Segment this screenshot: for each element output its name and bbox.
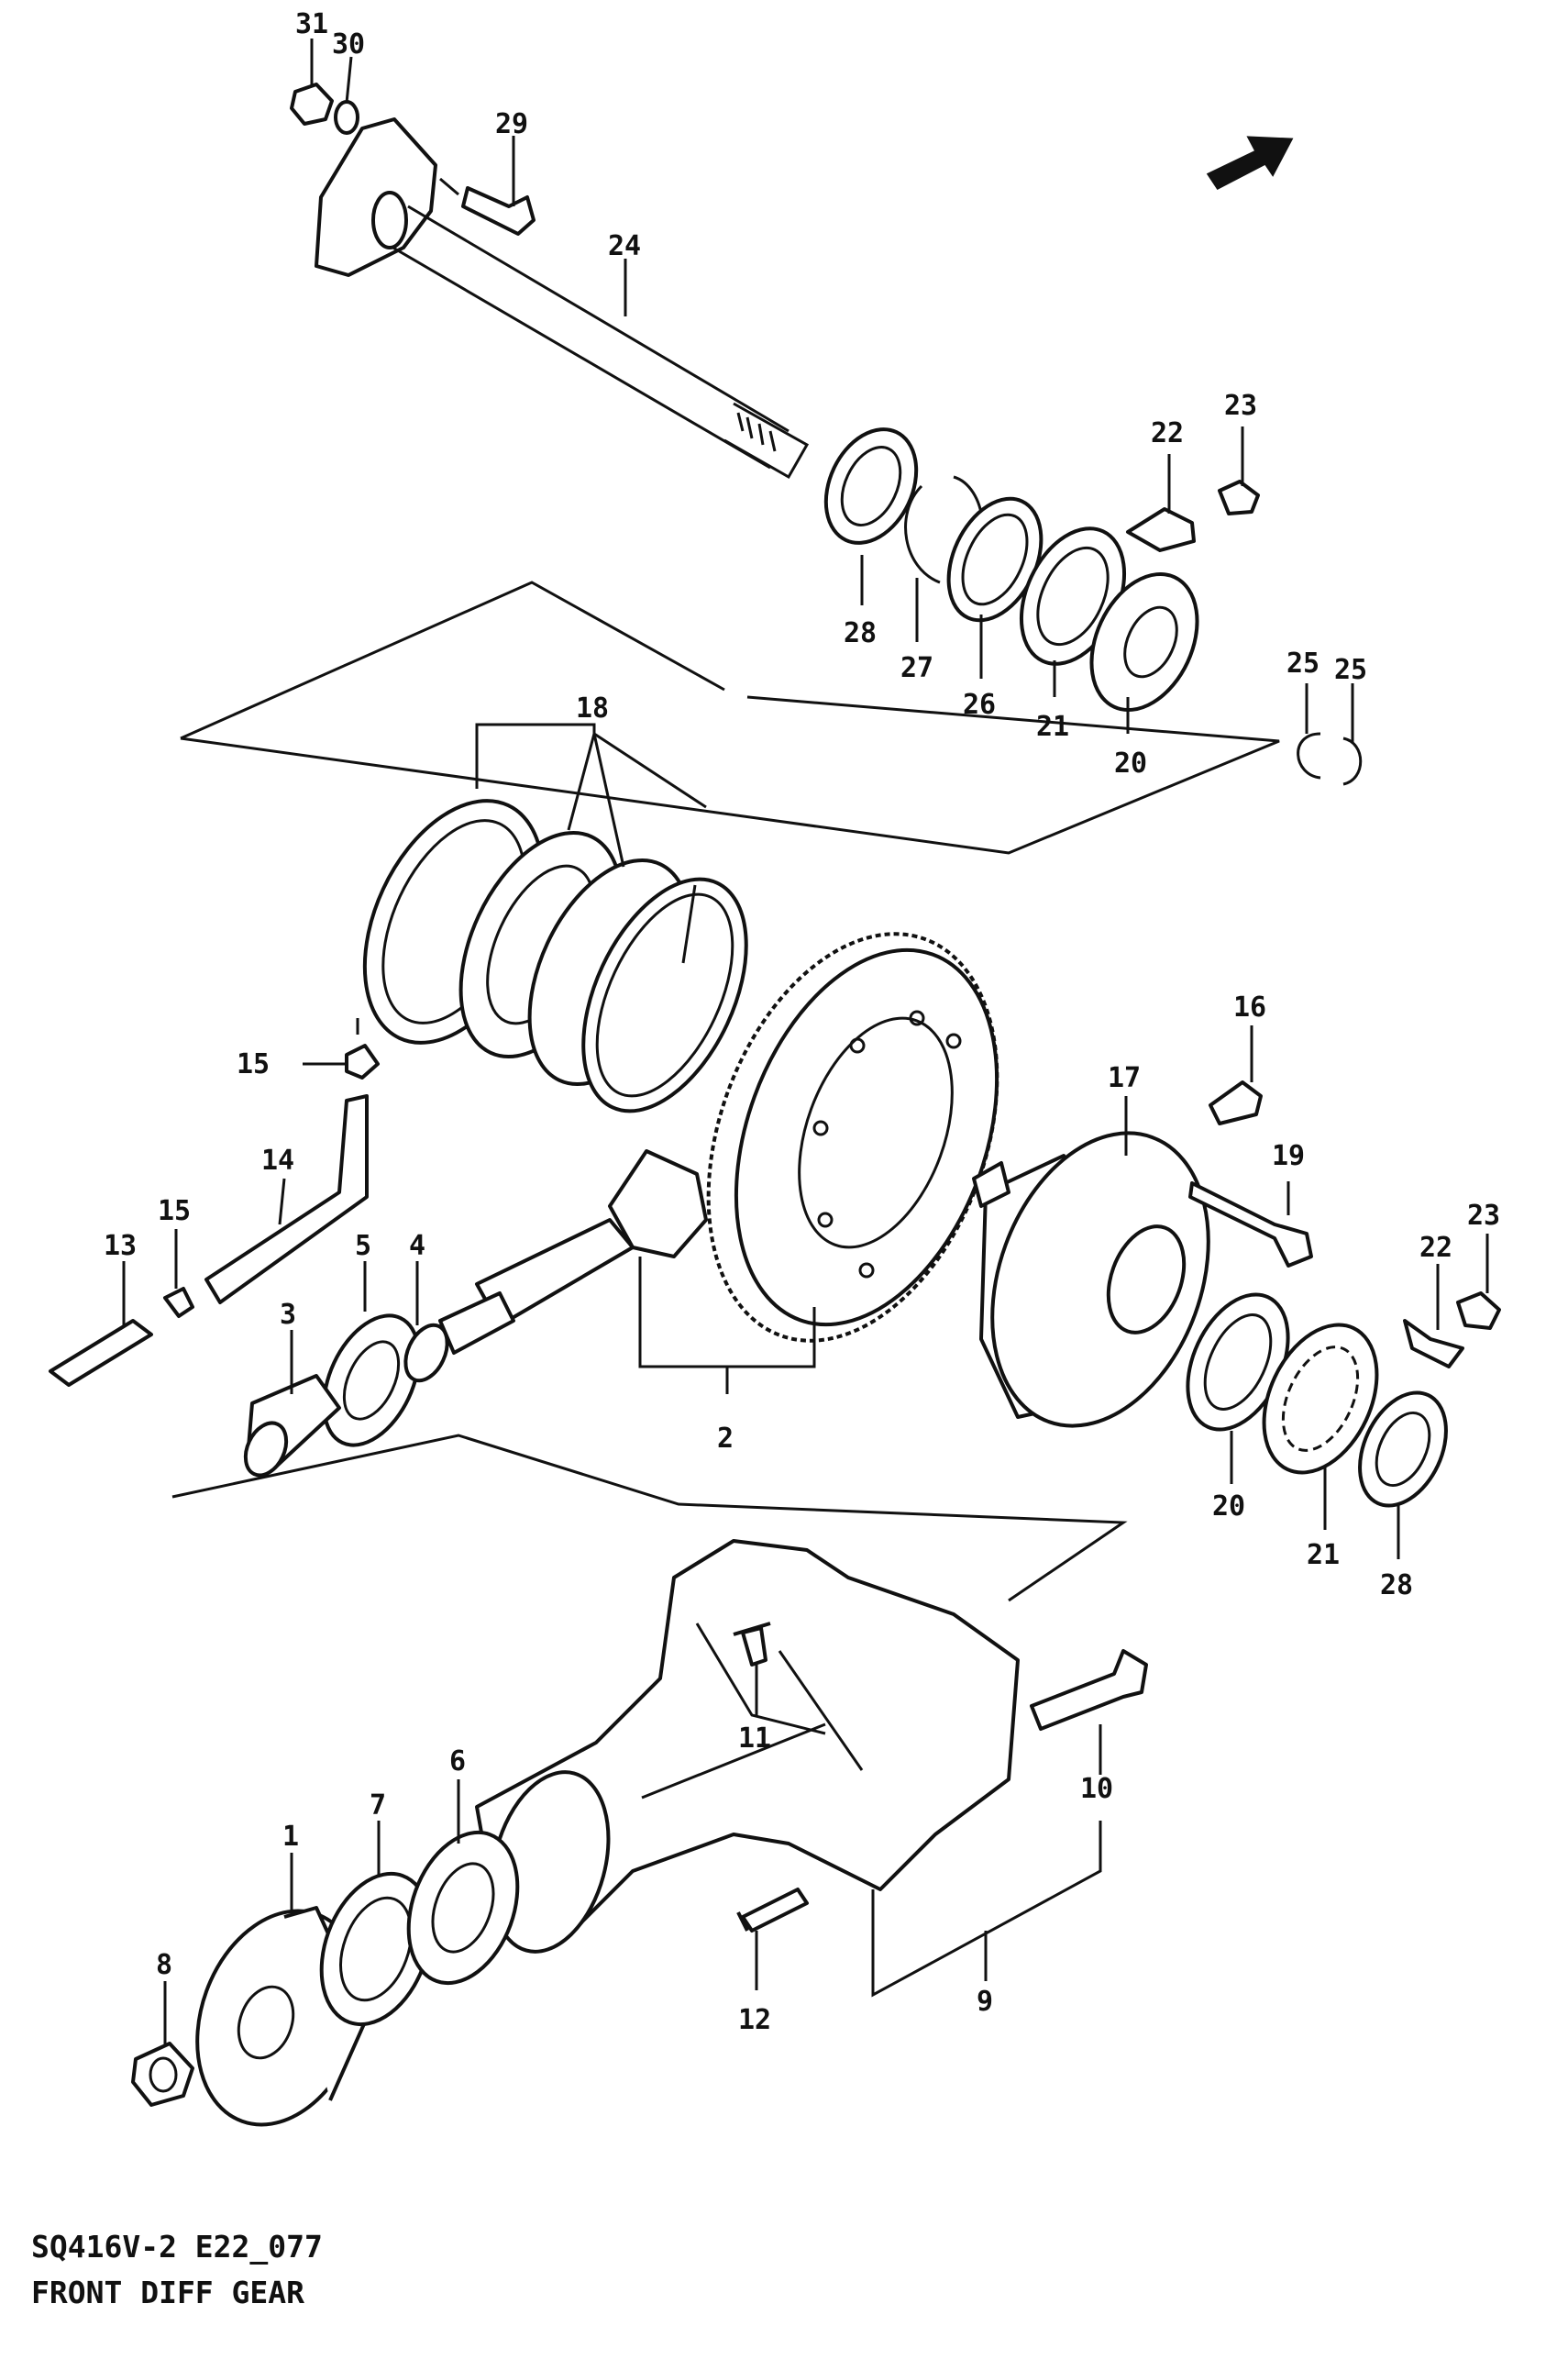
callout-28-lower: 28 [1380, 1569, 1413, 1601]
clip-22-lower [1403, 1319, 1464, 1368]
washer-30 [334, 100, 359, 135]
clamp-15-upper [345, 1044, 380, 1080]
callout-20-lower: 20 [1212, 1490, 1245, 1523]
diagram-title: FRONT DIFF GEAR [31, 2275, 305, 2310]
bearing-20-lower [1186, 1292, 1290, 1432]
callout-15-upper: 15 [237, 1048, 270, 1080]
bolt-11 [733, 1622, 771, 1667]
upper-frame-outline [180, 581, 725, 740]
oil-seal-28-upper [823, 427, 919, 545]
callout-17: 17 [1108, 1062, 1141, 1094]
shim-4 [403, 1323, 449, 1383]
upper-frame-outline-right [180, 695, 1280, 855]
callout-2: 2 [717, 1423, 734, 1455]
nut-31 [290, 83, 334, 126]
clip-22-upper [1126, 507, 1196, 552]
callout-26: 26 [963, 689, 996, 721]
bolt-23-lower [1456, 1291, 1501, 1330]
diff-case-17 [972, 1131, 1210, 1428]
drive-pinion [438, 1149, 708, 1355]
leader-lines [122, 39, 1489, 2045]
callout-7: 7 [370, 1789, 386, 1822]
callout-30: 30 [332, 28, 365, 61]
callout-22-upper: 22 [1151, 417, 1184, 449]
callout-5: 5 [355, 1230, 371, 1262]
spacer-3 [243, 1374, 341, 1478]
callout-23-upper: 23 [1224, 390, 1257, 422]
ring-gear [706, 932, 999, 1343]
diff-housing-9 [475, 1539, 1020, 1954]
oil-seal-7 [319, 1871, 433, 2027]
diagram-code: SQ416V-2 E22_077 [31, 2229, 323, 2265]
callout-22-lower: 22 [1419, 1232, 1452, 1264]
bearing-20-upper [1089, 571, 1199, 713]
oil-seal-28-lower [1358, 1390, 1448, 1508]
callout-27: 27 [900, 652, 933, 684]
callout-15-lower: 15 [158, 1195, 191, 1227]
callout-14: 14 [261, 1145, 294, 1177]
bolt-29 [461, 186, 536, 236]
callout-19: 19 [1272, 1140, 1305, 1172]
callout-13: 13 [104, 1230, 137, 1262]
callout-16: 16 [1233, 991, 1266, 1024]
breather-13 [49, 1319, 153, 1387]
callout-23-lower: 23 [1467, 1200, 1500, 1232]
callout-24: 24 [608, 230, 641, 262]
bolt-19 [1188, 1181, 1313, 1268]
callout-4: 4 [409, 1230, 425, 1262]
callout-labels: 31 30 29 24 22 23 28 27 26 21 20 25 25 1… [104, 8, 1500, 2036]
callout-31: 31 [295, 8, 328, 40]
bolt-10 [1030, 1649, 1148, 1731]
bolt-23-upper [1218, 480, 1260, 515]
callout-9: 9 [977, 1986, 993, 2018]
callout-18: 18 [576, 692, 609, 725]
callout-11: 11 [738, 1722, 771, 1755]
axle-shaft [315, 117, 810, 480]
callout-3: 3 [280, 1299, 296, 1331]
callout-6: 6 [449, 1745, 466, 1778]
callout-29: 29 [495, 108, 528, 140]
callout-20-upper: 20 [1114, 748, 1147, 780]
bolt-16 [1209, 1080, 1263, 1125]
callout-21-lower: 21 [1307, 1539, 1340, 1571]
breather-hose-14 [204, 1094, 369, 1304]
callout-12: 12 [738, 2004, 771, 2036]
lower-frame-outline [171, 1434, 1128, 1602]
clip-25-pair [1297, 732, 1363, 786]
callout-1: 1 [282, 1821, 299, 1853]
callout-25-right: 25 [1334, 654, 1367, 686]
flange-nut-8 [131, 2042, 194, 2107]
diagram-caption: SQ416V-2 E22_077 FRONT DIFF GEAR [31, 2224, 323, 2316]
bearing-6 [406, 1830, 520, 1986]
bearing-21-lower [1262, 1323, 1379, 1475]
callout-8: 8 [156, 1949, 172, 1981]
callout-28-upper: 28 [844, 617, 877, 649]
callout-21-upper: 21 [1036, 711, 1069, 743]
callout-10: 10 [1080, 1773, 1113, 1805]
bearing-5 [322, 1313, 421, 1447]
callout-25-left: 25 [1286, 648, 1320, 680]
bolt-12 [736, 1888, 809, 1933]
arrow-front-icon [1206, 136, 1294, 190]
clamp-15-lower [163, 1287, 194, 1318]
clutch-pack-18 [362, 799, 748, 1113]
